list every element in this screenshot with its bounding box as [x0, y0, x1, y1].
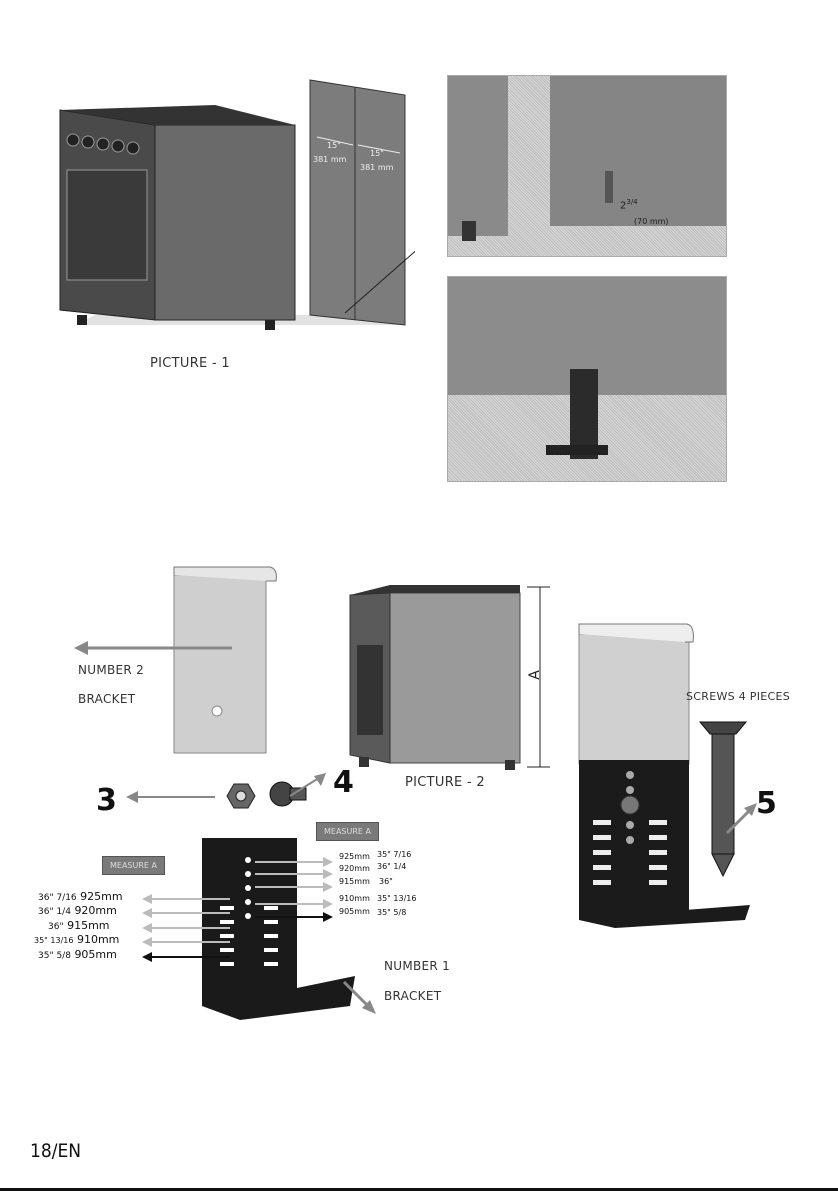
picture-2-caption: PICTURE - 2 [405, 775, 485, 790]
picture-1-caption: PICTURE - 1 [150, 356, 230, 371]
screws-label: SCREWS 4 PIECES [686, 690, 790, 703]
inset-leg-height-photo: 23/4 (70 mm) [447, 75, 727, 257]
bracket-1-label-line1: NUMBER 1 [384, 959, 450, 973]
picture-1-illustration: 15" 381 mm 15" 381 mm [55, 75, 415, 340]
cabinet-wall [448, 76, 508, 236]
range-side-drawing: A [345, 575, 555, 770]
bracket-1-arrow [340, 978, 380, 1018]
left-measure-row: 35" 5/8 905mm [38, 948, 117, 961]
dim-right-mm: 381 mm [360, 163, 393, 172]
arrow-right-icon [255, 912, 335, 922]
leg-foot [462, 221, 476, 241]
left-measure-frac: 36" 7/16 [38, 893, 77, 903]
right-measure-row [255, 907, 335, 926]
nut-arrow [125, 790, 220, 804]
bracket-stub [605, 171, 613, 203]
dim-left-inch: 15" [327, 141, 341, 150]
height-mm: (70 mm) [634, 217, 669, 226]
arrow-right-icon [255, 882, 335, 892]
left-measure-row: 36" 915mm [48, 919, 110, 932]
cabinet-back [550, 76, 726, 226]
dim-right-inch: 15" [370, 149, 384, 158]
left-measure-mm: 905mm [74, 948, 116, 961]
screw-arrow [724, 800, 760, 836]
right-measure-mm: 925mm [339, 852, 370, 861]
left-measure-arrows [140, 893, 240, 965]
page-number: 18/EN [30, 1140, 81, 1162]
left-measure-mm: 925mm [80, 890, 122, 903]
bracket-1-label-line2: BRACKET [384, 989, 441, 1003]
bracket-2-arrow [72, 640, 242, 660]
right-measure-frac: 35" 7/16 [377, 850, 411, 859]
right-measure-mm: 915mm [339, 877, 370, 886]
left-measure-mm: 915mm [67, 919, 109, 932]
right-measure-frac: 35" 13/16 [377, 894, 416, 903]
screw-icon [698, 718, 748, 878]
right-measure-frac: 35" 5/8 [377, 908, 406, 917]
dim-left-mm: 381 mm [313, 155, 346, 164]
height-inch: 23/4 [620, 198, 638, 211]
left-measure-mm: 920mm [74, 904, 116, 917]
right-measure-frac: 36" 1/4 [377, 862, 406, 871]
bracket-2-drawing [172, 565, 280, 755]
left-measure-frac: 36" [48, 922, 64, 932]
height-inch-fraction: 3/4 [626, 198, 637, 206]
range-in-cabinet-drawing [55, 75, 415, 340]
left-measure-frac: 35" 13/16 [34, 936, 73, 945]
measure-a-tag-left: MEASURE A [102, 856, 165, 875]
inset-bracket-photo [447, 276, 727, 482]
right-measure-mm: 910mm [339, 894, 370, 903]
dimension-a-label: A [527, 670, 543, 680]
left-measure-frac: 36" 1/4 [38, 907, 71, 917]
left-measure-mm: 910mm [77, 933, 119, 946]
part-number-5: 5 [756, 786, 777, 821]
part-number-3: 3 [96, 783, 117, 818]
bolt-arrow [288, 770, 328, 800]
left-measure-row: 36" 1/4 920mm [38, 904, 117, 917]
nut-icon [226, 782, 256, 810]
left-measure-frac: 35" 5/8 [38, 951, 71, 961]
bracket-foot [546, 445, 608, 455]
right-measure-mm: 920mm [339, 864, 370, 873]
right-measure-frac: 36" [379, 877, 393, 886]
left-measure-row: 36" 7/16 925mm [38, 890, 123, 903]
bracket-2-label-line2: BRACKET [78, 692, 135, 706]
bracket-2-label-line1: NUMBER 2 [78, 663, 144, 677]
left-measure-row: 35" 13/16 910mm [34, 933, 119, 946]
right-measure-mm: 905mm [339, 907, 370, 916]
part-number-4: 4 [333, 765, 354, 800]
